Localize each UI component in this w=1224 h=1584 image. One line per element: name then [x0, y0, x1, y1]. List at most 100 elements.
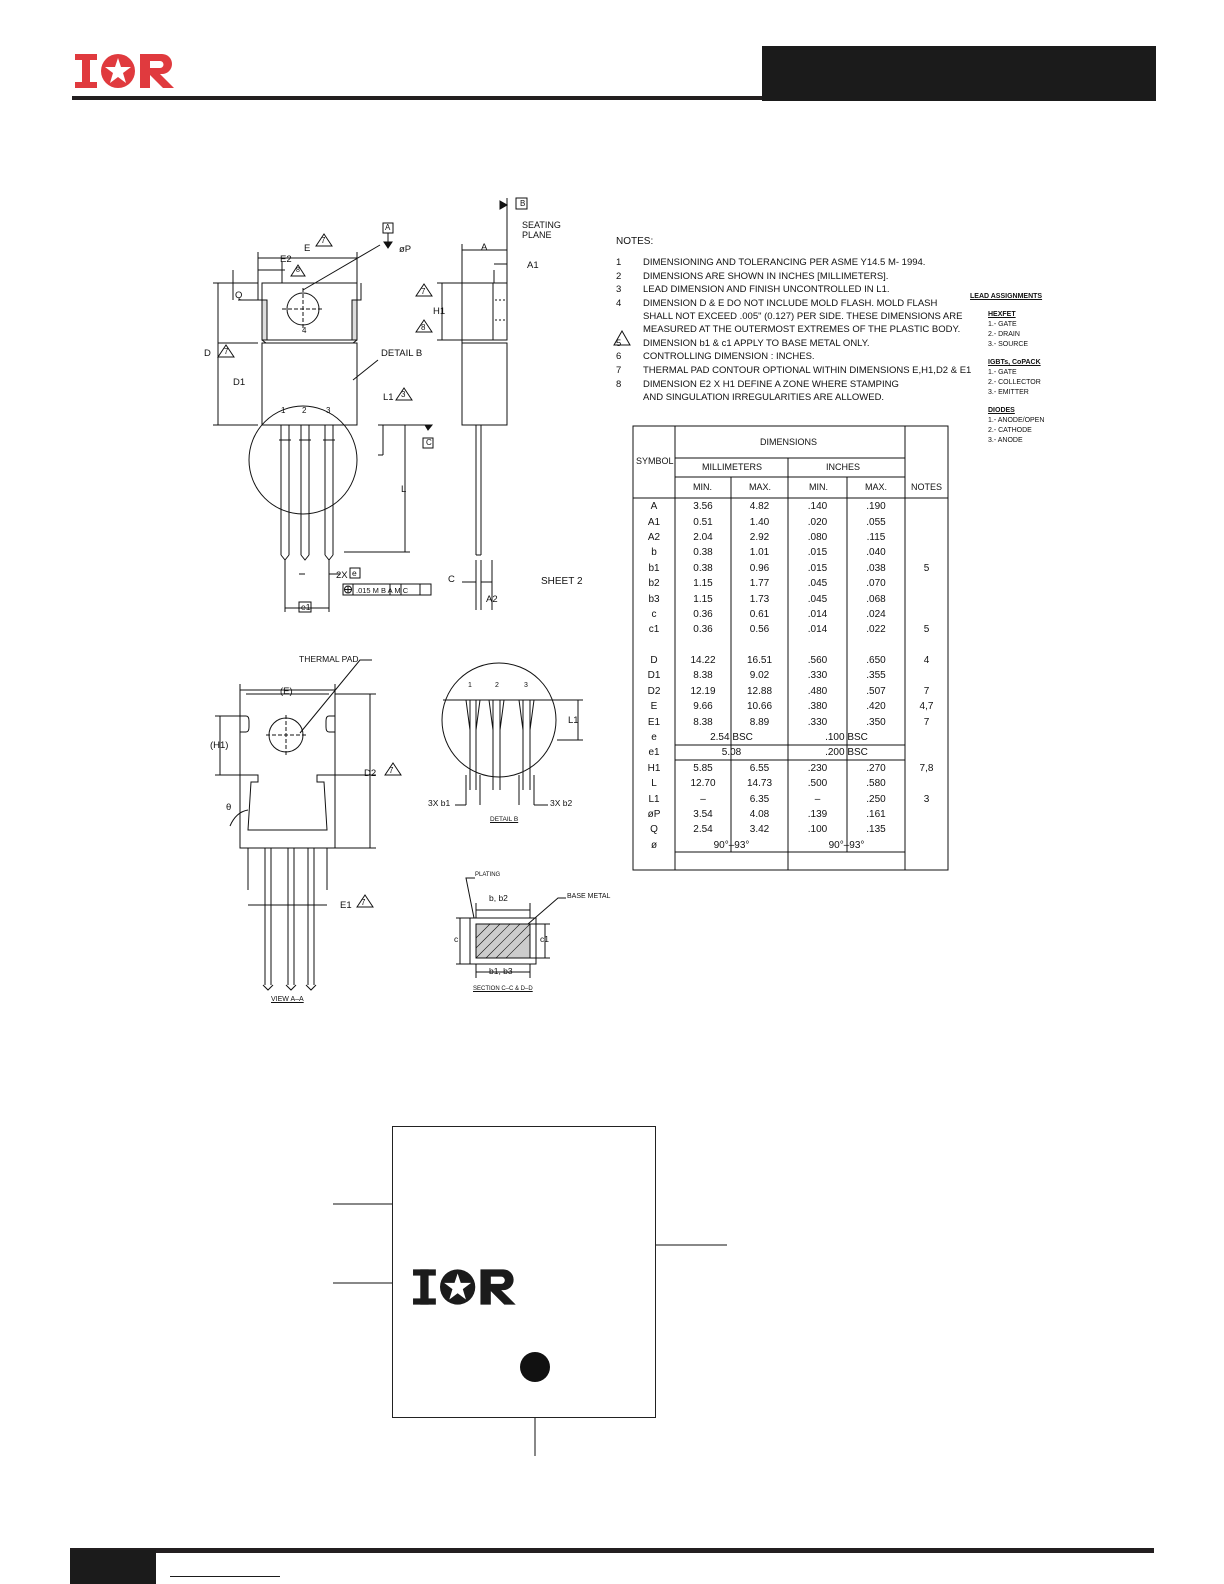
table-cell: .015: [807, 562, 828, 574]
table-cell: 8.89: [749, 716, 770, 728]
header-bar: [762, 46, 1156, 101]
three-x-b1-label: 3X b1: [428, 798, 451, 808]
table-cell: [847, 638, 905, 653]
table-cell: 0.96: [749, 562, 770, 574]
datum-a-label: A: [385, 223, 391, 232]
table-cell-symbol: b1: [648, 562, 660, 574]
table-cell: [905, 838, 948, 853]
table-cell: .055: [866, 516, 886, 528]
header-rule: [72, 96, 762, 100]
sheet-label: SHEET 2: [541, 576, 583, 587]
table-cell: .420: [866, 701, 886, 713]
table-cell: .355: [866, 670, 886, 682]
dim-op-label: øP: [399, 244, 412, 255]
table-cell: .330: [807, 716, 828, 728]
table-cell: 4,7: [919, 701, 934, 713]
table-cell: .040: [866, 547, 886, 559]
dim-h1-label: H1: [433, 306, 446, 317]
pin-4-label: 4: [302, 326, 307, 335]
table-cell: .100 BSC: [825, 732, 868, 744]
e-box-label: e: [352, 568, 357, 578]
pin-3-label: 3: [326, 406, 331, 415]
tolerance-frame-text: .015 M B A M C: [356, 586, 409, 595]
lead-assignments: LEAD ASSIGNMENTS HEXFET 1.- GATE 2.- DRA…: [970, 292, 1044, 446]
table-cell: 12.88: [746, 685, 773, 697]
table-cell: 5.08: [721, 747, 742, 759]
table-cell: [905, 530, 948, 545]
table-cell: 5: [923, 562, 930, 574]
lead-assignments-title: LEAD ASSIGNMENTS: [970, 293, 1043, 300]
table-cell-symbol: E: [650, 701, 658, 713]
table-cell: 9.66: [693, 701, 713, 713]
table-header-dimensions: DIMENSIONS: [760, 437, 818, 447]
b1-b3-label: b1, b3: [489, 966, 513, 976]
table-cell: [905, 776, 948, 791]
lead-item: 3.- EMITTER: [988, 389, 1029, 396]
table-cell: 16.51: [746, 655, 773, 667]
datum-b-label: B: [520, 199, 526, 208]
table-cell: 2.54: [693, 824, 713, 836]
flag-8-h1-label: 8: [421, 323, 426, 332]
table-cell: 10.66: [746, 701, 773, 713]
section-c-d: [456, 877, 566, 978]
table-cell-symbol: c1: [648, 624, 660, 636]
table-header-in-min: MIN.: [809, 482, 828, 492]
table-cell: .270: [866, 762, 886, 774]
table-cell-symbol: c: [651, 608, 657, 620]
dim-e2-label: E2: [280, 254, 292, 265]
footer-page-block: [70, 1550, 156, 1584]
base-metal-label: BASE METAL: [567, 893, 611, 900]
table-cell: [905, 730, 948, 745]
table-cell: .190: [866, 501, 886, 513]
flag-7-h1-label: 7: [421, 287, 426, 296]
table-cell: 1.15: [693, 578, 713, 590]
table-cell: 1.73: [749, 593, 770, 605]
table-header-mm-max: MAX.: [749, 482, 772, 492]
detail-pin-3-label: 3: [524, 682, 528, 689]
dim-a2-label: A2: [486, 594, 498, 605]
table-cell-symbol: D1: [647, 670, 661, 682]
table-cell: .560: [807, 655, 828, 667]
table-cell: .045: [807, 593, 828, 605]
dim-e1-view-label: E1: [340, 900, 352, 911]
lead-item: 3.- ANODE: [988, 437, 1023, 444]
table-cell: 1.77: [749, 578, 770, 590]
table-header-symbol: SYMBOL: [636, 456, 674, 466]
table-row: [633, 638, 948, 653]
table-cell-symbol: b: [651, 547, 657, 559]
table-cell: –: [814, 793, 821, 805]
table-cell: 4: [923, 655, 930, 667]
table-cell-symbol: [633, 638, 675, 653]
plating-label: PLATING: [475, 872, 501, 878]
lead-item: 1.- GATE: [988, 321, 1017, 328]
flag-7-d2-label: 7: [389, 766, 394, 775]
table-cell: .115: [866, 531, 886, 543]
footer-link-line: [170, 1576, 280, 1577]
lead-group-heading: DIODES: [988, 407, 1015, 414]
lead-item: 3.- SOURCE: [988, 341, 1029, 348]
table-cell: 8.38: [693, 716, 713, 728]
table-cell: [905, 745, 948, 760]
footer-rule: [70, 1548, 1154, 1553]
table-row: E 9.66 10.66 .380 .420 4,7: [633, 699, 948, 714]
table-header-notes: NOTES: [911, 482, 943, 492]
table-cell-symbol: H1: [647, 762, 661, 774]
table-cell: 12.19: [690, 685, 716, 697]
table-cell: [731, 638, 788, 653]
table-cell-symbol: L: [651, 778, 657, 790]
table-cell: .380: [807, 701, 828, 713]
table-cell: 1.01: [749, 547, 770, 559]
two-x-label: 2X: [336, 570, 348, 581]
flag-7-d-label: 7: [224, 347, 229, 356]
dim-l1-label: L1: [383, 392, 394, 403]
